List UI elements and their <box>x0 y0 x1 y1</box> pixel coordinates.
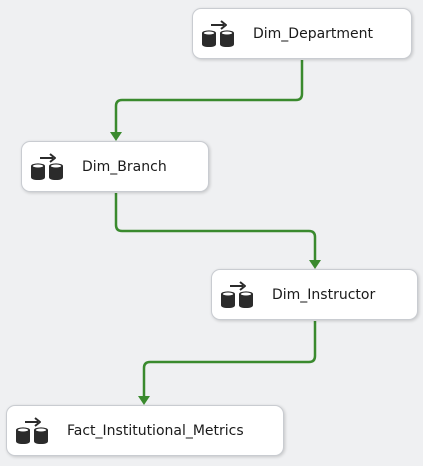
task-label: Dim_Instructor <box>272 286 376 303</box>
task-dim-branch[interactable]: Dim_Branch <box>21 141 209 192</box>
constraint-department-to-branch[interactable] <box>114 60 304 134</box>
task-fact-institutional-metrics[interactable]: Fact_Institutional_Metrics <box>6 405 284 456</box>
data-flow-task-icon <box>13 415 53 447</box>
constraint-instructor-to-fact[interactable] <box>142 321 317 398</box>
arrowhead-icon <box>110 132 122 141</box>
arrowhead-icon <box>309 260 321 269</box>
task-label: Dim_Branch <box>82 158 167 175</box>
constraint-branch-to-instructor[interactable] <box>114 193 317 262</box>
arrowhead-icon <box>138 396 150 405</box>
task-label: Dim_Department <box>253 25 374 42</box>
data-flow-task-icon <box>28 151 68 183</box>
task-dim-instructor[interactable]: Dim_Instructor <box>211 269 418 320</box>
task-dim-department[interactable]: Dim_Department <box>192 8 412 59</box>
data-flow-task-icon <box>218 279 258 311</box>
data-flow-task-icon <box>199 18 239 50</box>
task-label: Fact_Institutional_Metrics <box>67 422 244 439</box>
